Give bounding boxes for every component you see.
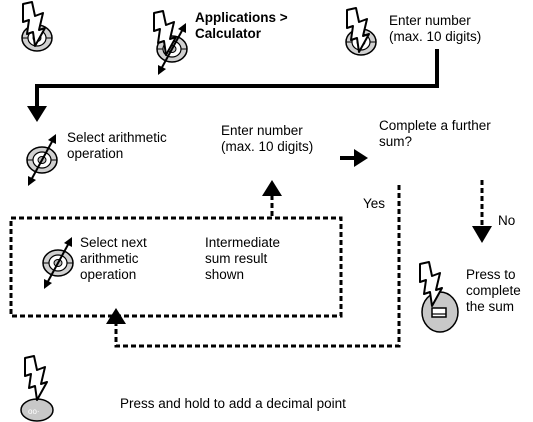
- select-next-operation-label: Select next arithmetic operation: [80, 235, 147, 282]
- complete-key-icon: [419, 261, 459, 333]
- flow-arrowhead: [262, 180, 282, 196]
- navigation-key-icon: [153, 10, 188, 76]
- press-complete-label: Press to complete the sum: [466, 267, 521, 314]
- loop-back-path: [9, 180, 484, 348]
- select-operation-label: Select arithmetic operation: [67, 130, 167, 161]
- enter-number-label: Enter number (max. 10 digits): [221, 123, 314, 154]
- flow-arrowhead: [106, 308, 126, 324]
- menu-path-label: Applications > Calculator: [195, 10, 288, 41]
- intermediate-result-label: Intermediate sum result shown: [205, 235, 281, 282]
- flow-connector: [35, 49, 439, 108]
- navigation-key-icon: [26, 133, 58, 187]
- decimal-point-hint: Press and hold to add a decimal point: [120, 396, 346, 411]
- complete-question-label: Complete a further sum?: [379, 118, 491, 149]
- keypad-press-icon: [345, 7, 377, 56]
- flow-arrowhead: [354, 149, 368, 167]
- yes-branch-label: Yes: [363, 196, 386, 211]
- no-branch-label: No: [498, 213, 516, 228]
- flow-arrowhead: [472, 226, 492, 243]
- navigation-key-icon: [42, 236, 74, 290]
- flow-arrowhead: [27, 106, 47, 122]
- enter-number-label: Enter number (max. 10 digits): [389, 13, 482, 44]
- decimal-key-icon: oo·: [20, 355, 54, 422]
- svg-text:oo·: oo·: [28, 407, 40, 416]
- press-key-icon: [21, 1, 53, 52]
